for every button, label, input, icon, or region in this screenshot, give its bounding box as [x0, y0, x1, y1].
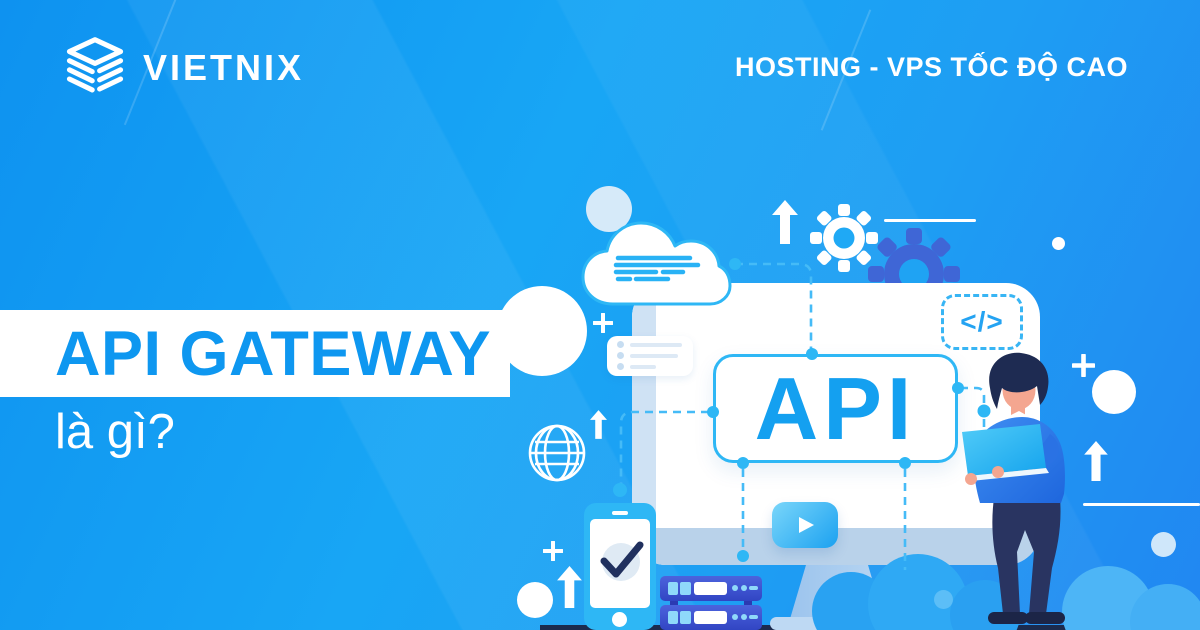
page-subtitle: là gì?: [55, 405, 175, 459]
laptop-icon: [962, 424, 1049, 481]
vietnix-logo: VIETNIX: [63, 36, 304, 100]
api-label: API: [754, 358, 917, 458]
cloud-icon: [580, 212, 732, 308]
white-circle: [1092, 370, 1136, 414]
arrow-up-icon: [556, 566, 583, 608]
arrow-up-icon: [1084, 441, 1108, 481]
phone-screen: [590, 519, 650, 608]
dot-circle: [934, 590, 953, 609]
pale-circle: [1151, 532, 1176, 557]
white-dot: [1052, 237, 1065, 250]
white-circle: [517, 582, 553, 618]
plus-icon: [543, 541, 563, 561]
person-shoe: [1025, 612, 1065, 624]
person-shoe: [988, 612, 1028, 624]
page-title: API GATEWAY: [55, 318, 492, 389]
arrow-up-icon: [590, 410, 607, 439]
smartphone: [584, 503, 656, 630]
menu-list-card: [607, 336, 693, 376]
brand-name: VIETNIX: [143, 47, 305, 88]
api-badge: API: [713, 354, 958, 463]
phone-speaker: [612, 511, 628, 515]
person-illustration: [940, 340, 1100, 630]
white-line: [884, 219, 976, 222]
play-button-icon: [772, 502, 838, 548]
white-circle: [497, 286, 587, 376]
header-tagline: HOSTING - VPS TỐC ĐỘ CAO: [734, 52, 1128, 82]
globe-icon: [527, 423, 587, 483]
vietnix-logo-icon: [63, 36, 127, 100]
white-line: [1083, 503, 1200, 506]
person-pants: [992, 498, 1061, 614]
plus-icon: [593, 313, 613, 333]
checkmark-icon: [600, 541, 644, 578]
server-unit: [660, 576, 762, 601]
title-box: API GATEWAY: [0, 310, 510, 397]
code-icon: </>: [941, 294, 1023, 350]
phone-home-button: [612, 612, 627, 627]
server-rack: [660, 576, 762, 630]
arrow-up-icon: [772, 200, 798, 244]
plus-icon: [1072, 354, 1095, 377]
person-hair: [989, 352, 1049, 409]
pale-circle: [586, 186, 632, 232]
gear-icon-white: [810, 204, 878, 272]
server-unit: [660, 605, 762, 630]
